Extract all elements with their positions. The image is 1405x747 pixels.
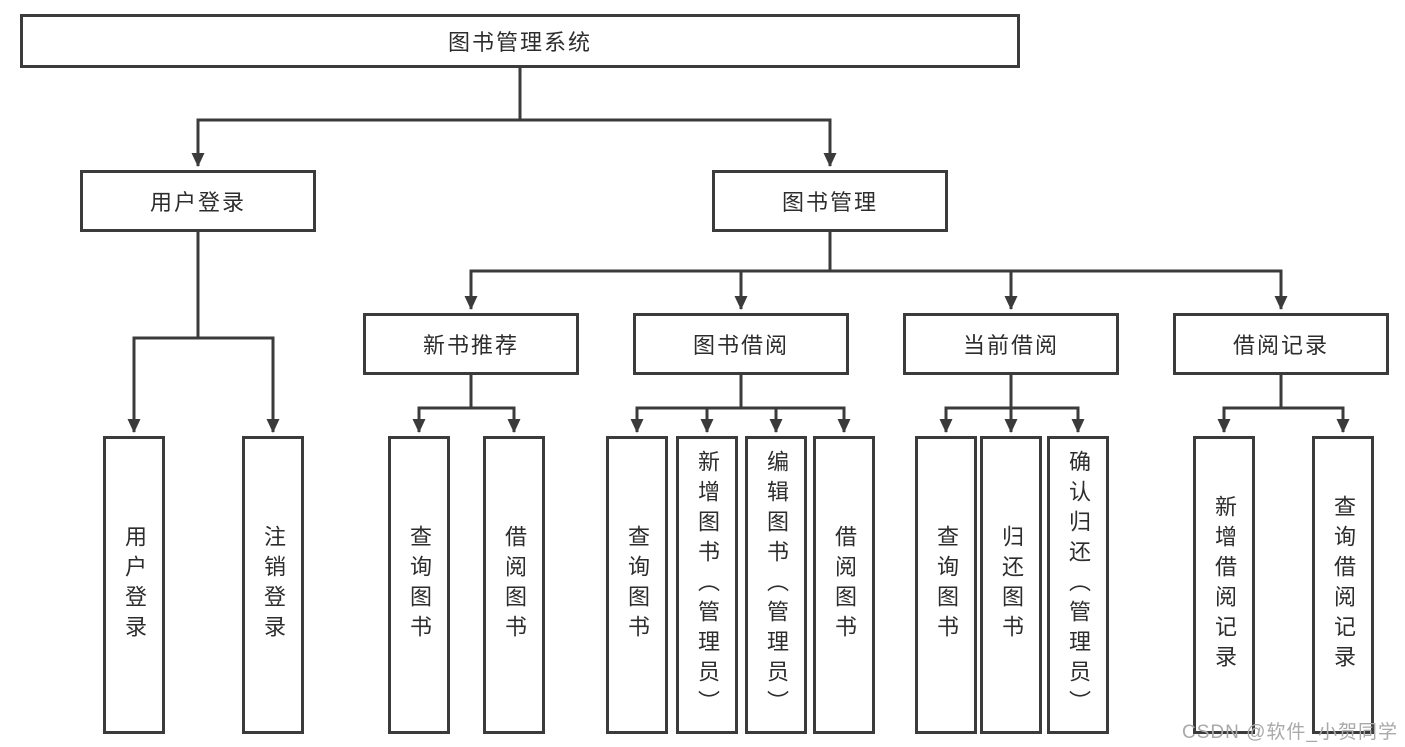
node-library-system: 图书管理系统 xyxy=(20,14,1020,68)
leaf-br-add-record: 新增借阅记录 xyxy=(1193,436,1255,734)
node-user-login-branch: 用户登录 xyxy=(80,170,316,232)
leaf-user-login: 用户登录 xyxy=(103,436,165,734)
node-borrowing-records-label: 借阅记录 xyxy=(1232,333,1329,358)
leaf-cb-confirm-return-admin-label: 确认归还（管理员） xyxy=(1066,450,1091,720)
leaf-cb-confirm-return-admin: 确认归还（管理员） xyxy=(1047,436,1109,734)
node-new-book-recommendation: 新书推荐 xyxy=(363,313,579,375)
node-book-management: 图书管理 xyxy=(712,170,948,232)
leaf-nbr-query-books: 查询图书 xyxy=(388,436,450,734)
node-book-borrowing: 图书借阅 xyxy=(633,313,849,375)
leaf-bb-borrow-books: 借阅图书 xyxy=(813,436,875,734)
leaf-logout-label: 注销登录 xyxy=(261,525,286,645)
leaf-br-add-record-label: 新增借阅记录 xyxy=(1212,495,1237,675)
leaf-nbr-query-books-label: 查询图书 xyxy=(407,525,432,645)
leaf-bb-borrow-books-label: 借阅图书 xyxy=(832,525,857,645)
leaf-user-login-label: 用户登录 xyxy=(122,525,147,645)
leaf-nbr-borrow-books-label: 借阅图书 xyxy=(502,525,527,645)
node-user-login-branch-label: 用户登录 xyxy=(149,190,246,215)
node-book-management-label: 图书管理 xyxy=(781,190,878,215)
node-book-borrowing-label: 图书借阅 xyxy=(692,333,789,358)
leaf-bb-add-books-admin: 新增图书（管理员） xyxy=(676,436,738,734)
node-current-borrowing-label: 当前借阅 xyxy=(962,333,1059,358)
node-current-borrowing: 当前借阅 xyxy=(903,313,1119,375)
leaf-bb-edit-books-admin: 编辑图书（管理员） xyxy=(745,436,807,734)
leaf-bb-query-books-label: 查询图书 xyxy=(625,525,650,645)
node-library-system-label: 图书管理系统 xyxy=(447,30,592,55)
leaf-cb-query-books: 查询图书 xyxy=(915,436,977,734)
leaf-br-query-record: 查询借阅记录 xyxy=(1312,436,1374,734)
node-new-book-recommendation-label: 新书推荐 xyxy=(422,333,519,358)
leaf-bb-query-books: 查询图书 xyxy=(606,436,668,734)
leaf-cb-return-books-label: 归还图书 xyxy=(999,525,1024,645)
leaf-bb-add-books-admin-label: 新增图书（管理员） xyxy=(695,450,720,720)
leaf-logout: 注销登录 xyxy=(242,436,304,734)
leaf-nbr-borrow-books: 借阅图书 xyxy=(483,436,545,734)
csdn-watermark: CSDN @软件_小贺同学 xyxy=(1182,722,1398,743)
leaf-cb-return-books: 归还图书 xyxy=(980,436,1042,734)
leaf-cb-query-books-label: 查询图书 xyxy=(934,525,959,645)
node-borrowing-records: 借阅记录 xyxy=(1173,313,1389,375)
leaf-br-query-record-label: 查询借阅记录 xyxy=(1331,495,1356,675)
leaf-bb-edit-books-admin-label: 编辑图书（管理员） xyxy=(764,450,789,720)
